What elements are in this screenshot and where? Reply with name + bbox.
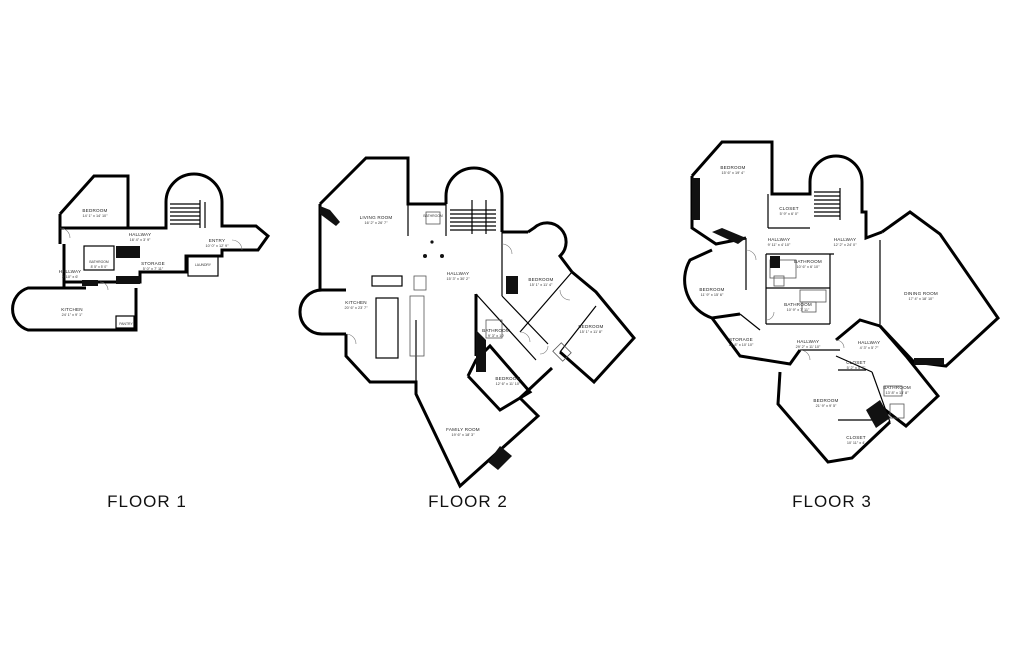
room-dimensions: 11' 8" x 10' 10" xyxy=(729,343,754,347)
room-name: LAUNDRY xyxy=(195,263,212,267)
room-dimensions: 8' 5" x 5' 0" xyxy=(91,265,109,269)
floor-2-label: FLOOR 2 xyxy=(428,492,508,511)
room-dimensions: 17' 4" x 18' 10" xyxy=(908,297,934,301)
room-name: HALLWAY xyxy=(797,339,820,344)
room-name: HALLWAY xyxy=(768,237,791,242)
room-dimensions: 5' 9" x 6' 0" xyxy=(780,212,799,216)
room-name: BEDROOM xyxy=(720,165,745,170)
room-name: DINING ROOM xyxy=(904,291,938,296)
room-name: HALLWAY xyxy=(858,340,881,345)
room-name: CLOSET xyxy=(779,206,799,211)
room-dimensions: 15' 6" x 19' 4" xyxy=(722,171,746,175)
floor-3-plan: BEDROOM 15' 6" x 19' 4" CLOSET 5' 9" x 6… xyxy=(683,140,1000,511)
room-name: BATHROOM xyxy=(423,214,443,218)
room-name: LIVING ROOM xyxy=(360,215,393,220)
room-name: ENTRY xyxy=(209,238,226,243)
room-name: CLOSET xyxy=(846,360,866,365)
room-dimensions: 5' 0" x 7' 11" xyxy=(143,267,164,271)
room-dimensions: 11' 9" x 15' 6" xyxy=(701,293,724,297)
room-name: HALLWAY xyxy=(59,269,82,274)
room-dimensions: 14' 1" x 14' 10" xyxy=(82,214,108,218)
room-name: CLOSET xyxy=(846,435,866,440)
room-dimensions: 16' 2" x 26' 7" xyxy=(365,221,389,225)
room-dimensions: 3' 10" x 6' xyxy=(62,275,79,279)
room-name: BEDROOM xyxy=(699,287,724,292)
room-name: PANTRY xyxy=(119,322,133,326)
room-dimensions: 10' 6" x 6' 10" xyxy=(797,265,821,269)
floor-1-label: FLOOR 1 xyxy=(107,492,187,511)
room-name: HALLWAY xyxy=(129,232,152,237)
room-name: BATHROOM xyxy=(794,259,822,264)
room-dimensions: 9' 3" x 10' xyxy=(488,334,505,338)
room-dimensions: 5' 2" x 5' 7" xyxy=(847,366,866,370)
room-dimensions: 12' 2" x 24' 0" xyxy=(834,243,858,247)
room-name: BATHROOM xyxy=(883,385,911,390)
room-dimensions: 10' 9" x 7' 11" xyxy=(787,308,810,312)
room-name: BEDROOM xyxy=(578,324,603,329)
room-dimensions: 15' 3" x 30' 2" xyxy=(447,277,471,281)
room-name: BATHROOM xyxy=(784,302,812,307)
room-name: BATHROOM xyxy=(482,328,510,333)
room-dimensions: 19' 6" x 18' 3" xyxy=(452,433,476,437)
room-name: HALLWAY xyxy=(447,271,470,276)
room-dimensions: 10' 0" x 12' 9" xyxy=(206,244,230,248)
room-dimensions: 15' 1" x 11' 8" xyxy=(580,330,603,334)
room-name: FAMILY ROOM xyxy=(446,427,480,432)
room-name: STORAGE xyxy=(729,337,753,342)
room-name: BEDROOM xyxy=(82,208,107,213)
room-dimensions: 24' 1" x 9' 1" xyxy=(62,313,83,317)
room-name: KITCHEN xyxy=(61,307,83,312)
floor-3-label: FLOOR 3 xyxy=(792,492,872,511)
room-name: BATHROOM xyxy=(89,260,109,264)
floor-1-plan: BEDROOM 14' 1" x 14' 10" HALLWAY 16' 4" … xyxy=(11,172,271,511)
room-dimensions: 29' 2" x 11' 10" xyxy=(796,345,821,349)
room-name: BEDROOM xyxy=(495,376,520,381)
room-dimensions: 10' 11" x 4' xyxy=(847,441,865,445)
room-dimensions: 15' 1" x 11' 4" xyxy=(530,283,553,287)
room-dimensions: 12' 6" x 11' 10" xyxy=(496,382,521,386)
floor-2-plan: LIVING ROOM 16' 2" x 26' 7" HALLWAY 15' … xyxy=(298,156,636,511)
room-dimensions: 13' 8" x 13' 8" xyxy=(886,391,910,395)
room-name: STORAGE xyxy=(141,261,165,266)
room-dimensions: 9' 11" x 4' 10" xyxy=(768,243,791,247)
room-name: KITCHEN xyxy=(345,300,367,305)
room-name: HALLWAY xyxy=(834,237,857,242)
room-dimensions: 20' 6" x 23' 7" xyxy=(345,306,369,310)
room-dimensions: 21' 9" x 9' 5" xyxy=(816,404,837,408)
room-dimensions: 4' 3" x 5' 7" xyxy=(860,346,879,350)
room-name: BEDROOM xyxy=(813,398,838,403)
room-name: BEDROOM xyxy=(528,277,553,282)
room-dimensions: 16' 4" x 3' 9" xyxy=(130,238,151,242)
